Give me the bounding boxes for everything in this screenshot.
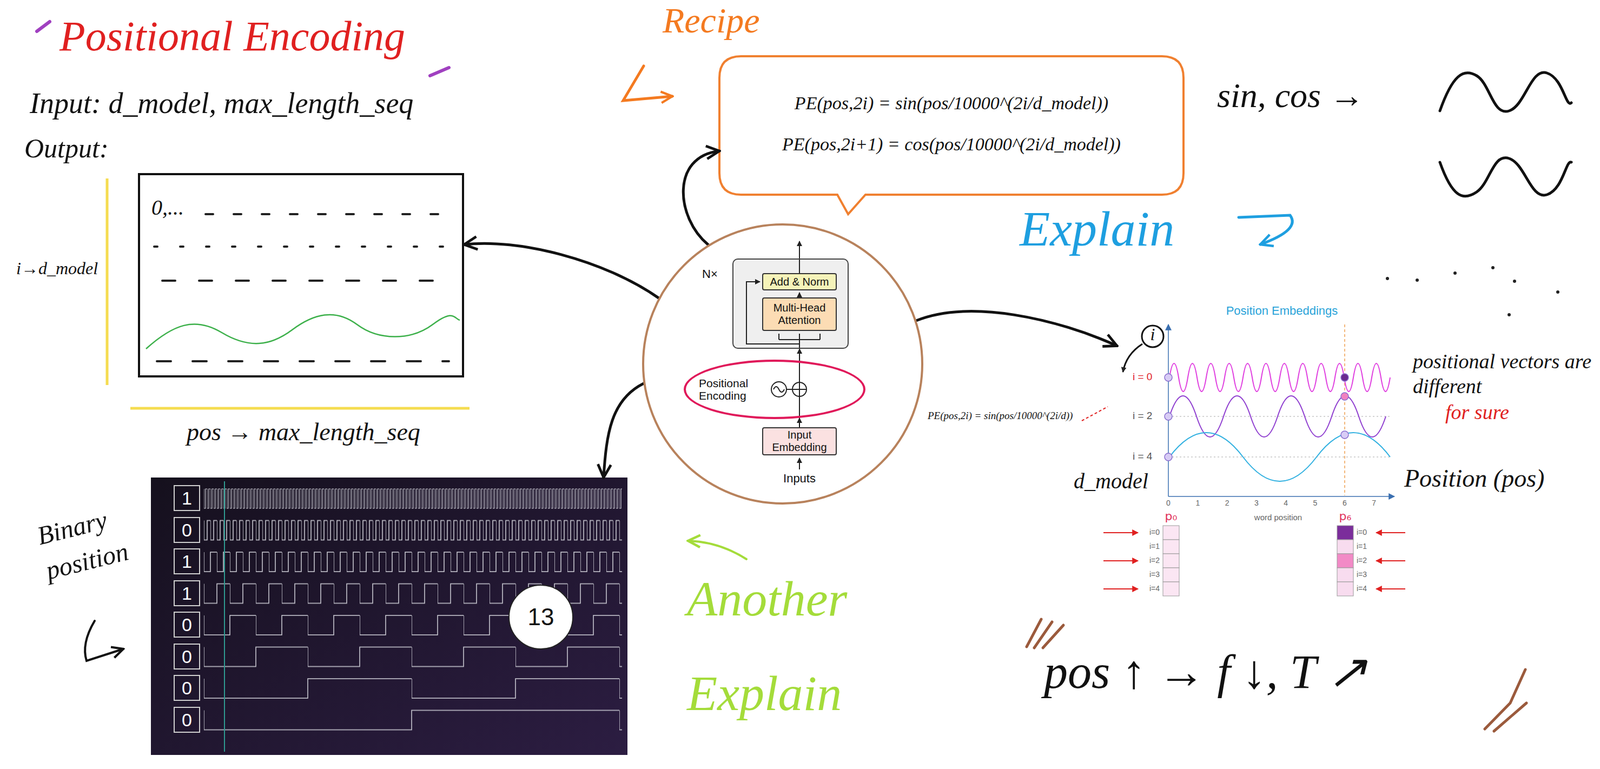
index-letter: i: [1146, 324, 1160, 345]
chart-label: i=3: [1356, 570, 1375, 579]
encoder-block: N×Add & NormMulti-Head Attention: [732, 258, 849, 349]
transformer-circle: Inputs N× Add & NormMulti-Head AttentionPo…: [642, 223, 924, 505]
connector-arrow: [798, 348, 800, 361]
connector-arrow: [603, 383, 644, 478]
block-label: Positional Encoding: [698, 377, 762, 402]
chart-label: i=4: [1356, 584, 1375, 593]
section-heading: Another Explain: [686, 551, 915, 742]
output-matrix-box: 0,...: [137, 173, 465, 378]
chart-label: 1: [1189, 498, 1206, 508]
chart-label: 6: [1336, 498, 1353, 508]
attention-box: Multi-Head Attention: [762, 297, 837, 332]
chart-label: p₀: [1161, 509, 1181, 524]
positional-encoding-ellipse: Positional Encoding: [683, 359, 866, 420]
node-label: Multi-Head Attention: [766, 301, 833, 327]
formula-text: PE(pos,2i) = sin(pos/10000^(2i/d_model)): [719, 93, 1184, 114]
chart-label: i = 2: [1132, 410, 1153, 422]
formula-text: PE(pos,2i+1) = cos(pos/10000^(2i/d_model…: [719, 134, 1184, 155]
output-note: Output:: [24, 132, 109, 164]
connector-arrow: [683, 150, 720, 245]
connector-arrow: [798, 418, 800, 428]
repeat-label: N×: [702, 267, 718, 282]
axis-label: pos → max_length_seq: [186, 417, 421, 447]
section-heading: Explain: [1019, 200, 1175, 258]
chart-label: i=4: [1139, 584, 1160, 593]
bit-digit: 1: [173, 485, 201, 512]
bit-digit: 0: [173, 675, 201, 702]
node-label: Add & Norm: [770, 275, 830, 289]
chart-label: i=1: [1139, 541, 1160, 551]
connector-arrow: [916, 311, 1117, 347]
bit-digit: 1: [173, 548, 201, 575]
input-label: Inputs: [767, 471, 832, 486]
position-embedding-chart: Position Embeddings i = 0 i = 2 i = 4 0 1 2 3 4 5…: [1116, 300, 1403, 603]
bit-digit: 0: [173, 706, 201, 733]
node-label: 13: [527, 603, 555, 631]
bit-digit: 0: [173, 517, 201, 544]
chart-label: i=1: [1356, 541, 1375, 551]
chart-label: 0: [1160, 498, 1177, 508]
chart-label: i=3: [1139, 570, 1160, 579]
add-norm-box: Add & Norm: [762, 273, 837, 291]
annotation-note: for sure: [1445, 400, 1510, 425]
chart-label: 7: [1365, 498, 1383, 508]
axis-label: Position (pos): [1404, 464, 1545, 493]
chart-label: i=2: [1139, 556, 1160, 565]
connector-arrow: [464, 243, 659, 299]
chart-label: Position Embeddings: [1211, 303, 1353, 319]
chart-label: word position: [1237, 512, 1319, 522]
bit-digit: 0: [173, 643, 201, 670]
binary-position-panel: 1 0 1 1 0 0 0 0 13: [150, 477, 628, 756]
axis-label: i→d_model: [16, 258, 98, 279]
recipe-speech-bubble: PE(pos,2i) = sin(pos/10000^(2i/d_model))…: [719, 56, 1184, 215]
annotation-note: positional vectors are different: [1412, 348, 1597, 399]
chart-label: i=2: [1356, 556, 1375, 565]
bit-digit: 1: [173, 580, 201, 607]
matrix-entry: 0,...: [151, 194, 184, 221]
trend-note: pos ↑ → f ↓, T ↗: [1043, 643, 1368, 700]
section-heading: Binary position: [33, 493, 156, 589]
chart-label: 2: [1219, 498, 1236, 508]
chart-label: p₆: [1335, 509, 1355, 524]
chart-label: 3: [1248, 498, 1265, 508]
function-note: sin, cos →: [1217, 75, 1365, 116]
bit-digit: 0: [173, 611, 201, 638]
chart-label: i = 0: [1132, 371, 1153, 383]
chart-label: i=0: [1356, 527, 1375, 537]
diagram-title: Positional Encoding: [59, 11, 406, 61]
number-badge: 13: [508, 584, 574, 650]
formula-text: PE(pos,2i) = sin(pos/10000^(2i/d)): [927, 410, 1073, 422]
input-note: Input: d_model, max_length_seq: [29, 86, 414, 121]
chart-label: i=0: [1139, 527, 1160, 537]
section-heading: Recipe: [662, 0, 760, 42]
input-embedding-box: Input Embedding: [762, 427, 837, 456]
chart-label: i = 4: [1132, 450, 1153, 463]
node-label: Input Embedding: [766, 428, 833, 454]
axis-label: d_model: [1073, 468, 1149, 494]
chart-label: 4: [1277, 498, 1294, 508]
chart-label: 5: [1307, 498, 1324, 508]
